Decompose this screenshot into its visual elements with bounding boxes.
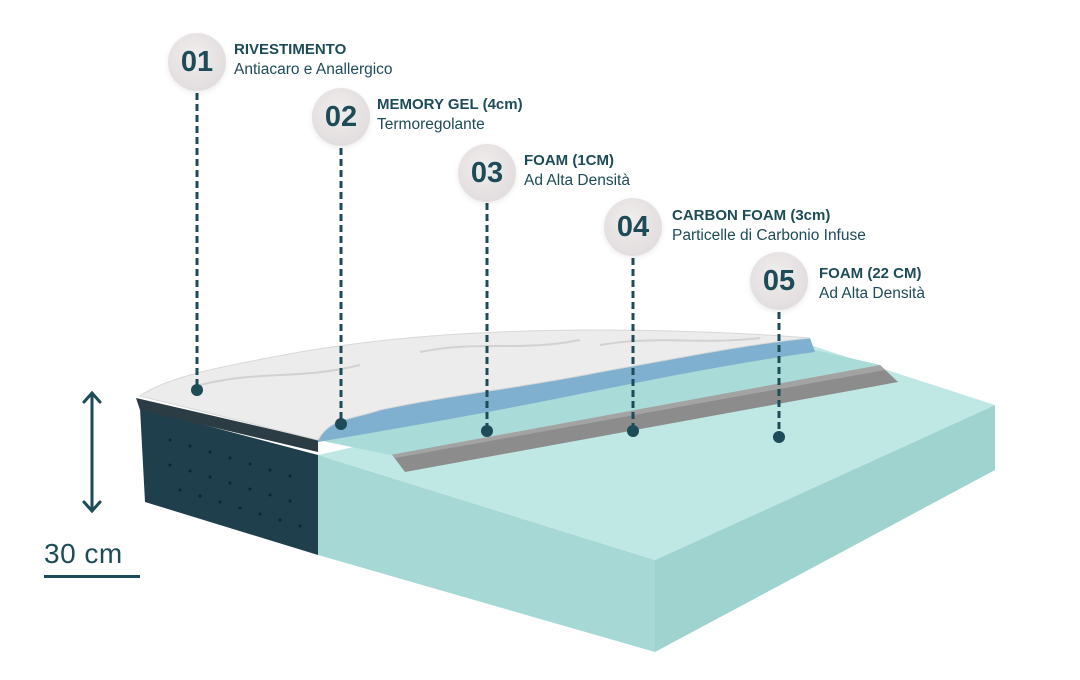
layer-badge-01: 01 [168, 33, 226, 91]
marker-dot-05 [773, 431, 785, 443]
layer-badge-02: 02 [312, 88, 370, 146]
foam-base-top-face [318, 345, 995, 560]
layer-label-05: FOAM (22 CM) Ad Alta Densità [819, 264, 925, 304]
foam-base-right-face [655, 405, 995, 652]
memory-gel-layer [318, 338, 815, 442]
layer-subtitle: Ad Alta Densità [819, 285, 925, 302]
carbon-foam-top [390, 365, 885, 458]
height-arrow-icon [82, 390, 102, 514]
marker-dot-04 [627, 425, 639, 437]
side-fabric-perforations [168, 438, 302, 528]
layer-subtitle: Particelle di Carbonio Infuse [672, 227, 866, 244]
carbon-foam-layer [390, 365, 898, 472]
marker-dot-01 [191, 384, 203, 396]
layer-title: CARBON FOAM (3cm) [672, 207, 831, 224]
marker-dot-02 [335, 418, 347, 430]
layer-subtitle: Termoregolante [377, 116, 485, 133]
layer-label-01: RIVESTIMENTO Antiacaro e Anallergico [234, 40, 393, 80]
layer-title: MEMORY GEL (4cm) [377, 96, 523, 113]
layer-subtitle: Antiacaro e Anallergico [234, 61, 393, 78]
height-label-underline [44, 575, 140, 578]
layer-badge-05: 05 [750, 252, 808, 310]
foam-thin-layer [318, 350, 880, 455]
marker-dot-03 [481, 425, 493, 437]
height-label: 30 cm [44, 538, 123, 569]
layer-label-02: MEMORY GEL (4cm) Termoregolante [377, 95, 523, 135]
layer-badge-04: 04 [604, 198, 662, 256]
cover-pillow-top [138, 329, 811, 441]
layer-title: FOAM (1CM) [524, 152, 614, 169]
layer-title: RIVESTIMENTO [234, 41, 347, 58]
layer-subtitle: Ad Alta Densità [524, 172, 630, 189]
cover-rim [136, 398, 318, 452]
side-fabric [140, 408, 318, 555]
layer-label-04: CARBON FOAM (3cm) Particelle di Carbonio… [672, 206, 866, 246]
layer-title: FOAM (22 CM) [819, 265, 922, 282]
foam-base-front-face [318, 455, 655, 652]
layer-label-03: FOAM (1CM) Ad Alta Densità [524, 151, 630, 191]
layer-badge-03: 03 [458, 144, 516, 202]
